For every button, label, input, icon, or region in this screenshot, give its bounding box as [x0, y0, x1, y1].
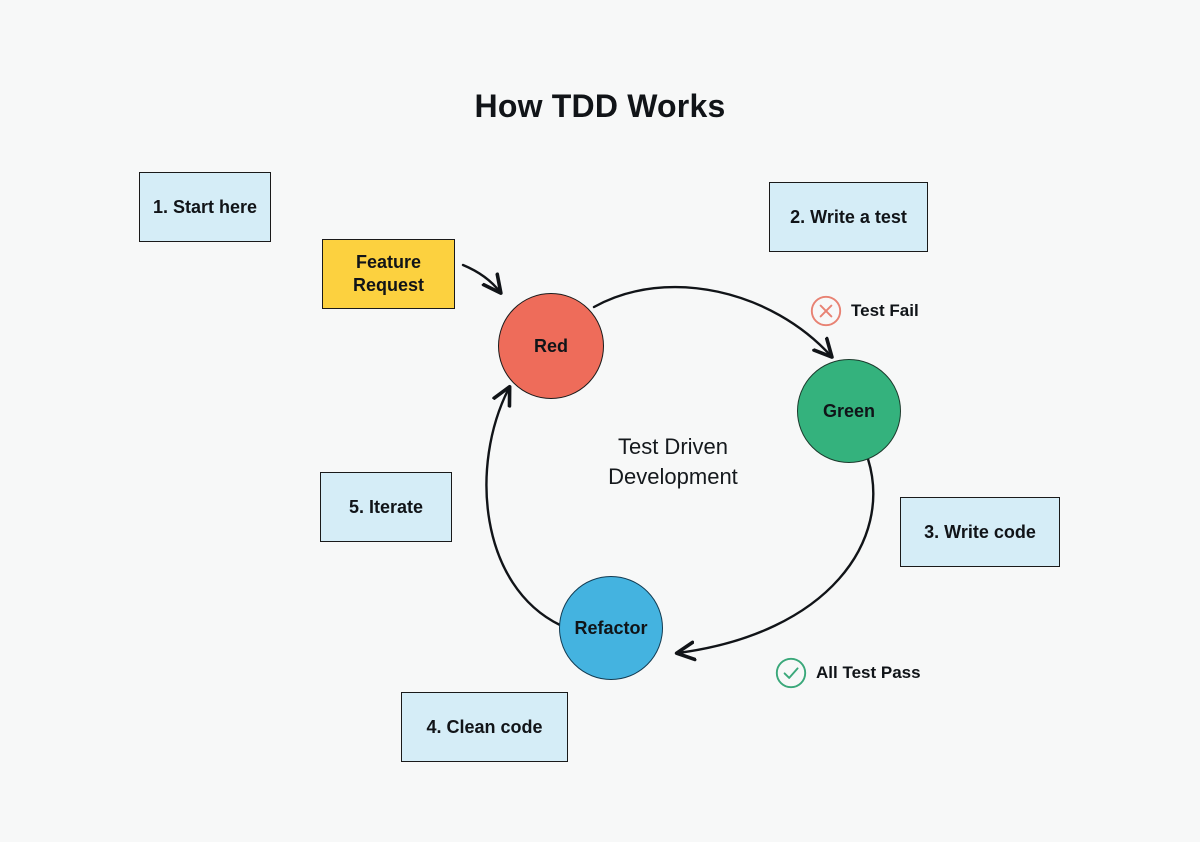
step-box-start-here[interactable]: 1. Start here: [139, 172, 271, 242]
status-test-fail: Test Fail: [809, 294, 919, 328]
arrow-refactor-to-red: [485, 388, 562, 627]
arrow-feature-to-red: [461, 263, 500, 292]
page-title: How TDD Works: [474, 88, 726, 124]
step-box-clean-code[interactable]: 4. Clean code: [401, 692, 568, 762]
step-box-write-code[interactable]: 3. Write code: [900, 497, 1060, 567]
status-all-test-pass: All Test Pass: [774, 656, 921, 690]
step-box-write-a-test[interactable]: 2. Write a test: [769, 182, 928, 252]
center-caption: Test Driven Development: [523, 432, 823, 492]
step-box-iterate[interactable]: 5. Iterate: [320, 472, 452, 542]
circle-x-icon: [810, 295, 842, 327]
circle-check-icon: [775, 657, 807, 689]
arrow-red-to-green: [592, 285, 831, 356]
node-red[interactable]: Red: [498, 293, 604, 399]
center-caption-line2: Development: [608, 463, 738, 489]
feature-request-box[interactable]: Feature Request: [322, 239, 455, 309]
node-refactor[interactable]: Refactor: [559, 576, 663, 680]
status-test-fail-label: Test Fail: [851, 301, 919, 320]
center-caption-line1: Test Driven: [617, 434, 729, 459]
node-green[interactable]: Green: [797, 359, 901, 463]
status-all-test-pass-label: All Test Pass: [816, 663, 921, 682]
feature-request-label-line2: Request: [352, 275, 424, 295]
feature-request-label-line1: Feature: [355, 251, 422, 272]
